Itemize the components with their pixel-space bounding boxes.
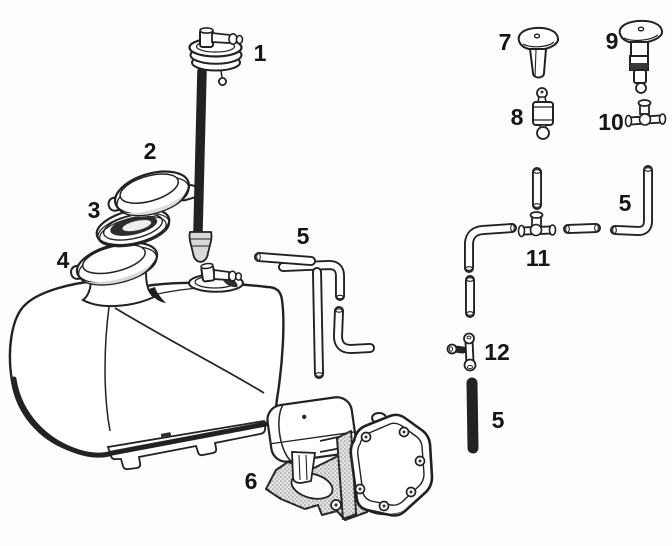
callout-3: 3 bbox=[88, 197, 101, 223]
callout-1: 1 bbox=[254, 40, 267, 66]
part-8-check-valve bbox=[532, 87, 554, 140]
tank-outlet-fitting bbox=[188, 262, 244, 293]
part-9-nozzle-long bbox=[618, 19, 664, 94]
pump-head-bolts bbox=[354, 426, 426, 512]
callout-9: 9 bbox=[606, 28, 619, 54]
callout-11: 11 bbox=[526, 245, 551, 271]
rail-slot bbox=[160, 432, 172, 439]
part-7-nozzle-short bbox=[517, 26, 560, 79]
callout-4: 4 bbox=[57, 247, 70, 273]
callout-2: 2 bbox=[144, 138, 157, 164]
part-3-cap-seal-ring bbox=[95, 207, 171, 248]
reservoir-tank bbox=[8, 265, 285, 471]
callout-10: 10 bbox=[598, 109, 624, 135]
part-6-washer-pump bbox=[265, 396, 434, 521]
part-11-tee-with-hoses bbox=[464, 165, 653, 318]
callout-8: 8 bbox=[511, 104, 524, 130]
part-2-filler-cap bbox=[107, 170, 199, 217]
callouts: 1 2 3 4 5 6 7 8 9 10 11 12 5 5 bbox=[57, 28, 632, 494]
callout-12: 12 bbox=[484, 339, 510, 365]
hose-barb bbox=[211, 31, 231, 44]
tube-tip bbox=[188, 231, 213, 263]
part-5-hoses-tank bbox=[254, 252, 375, 379]
pump-head-plate bbox=[349, 412, 434, 517]
filler-tube-cap bbox=[188, 27, 244, 87]
part-5-hose-bottom bbox=[466, 377, 479, 454]
part-10-tee-connector bbox=[624, 99, 667, 128]
callout-6: 6 bbox=[245, 468, 258, 494]
callout-5-tank: 5 bbox=[297, 223, 310, 249]
part-12-tee-side bbox=[446, 332, 477, 372]
callout-7: 7 bbox=[499, 29, 512, 55]
callout-5-bottom: 5 bbox=[492, 407, 505, 433]
part-4-tank-neck-cap bbox=[69, 241, 159, 286]
part-1-filler-tube bbox=[188, 27, 244, 263]
tee-11-body bbox=[517, 211, 557, 238]
callout-5-right: 5 bbox=[619, 190, 632, 216]
